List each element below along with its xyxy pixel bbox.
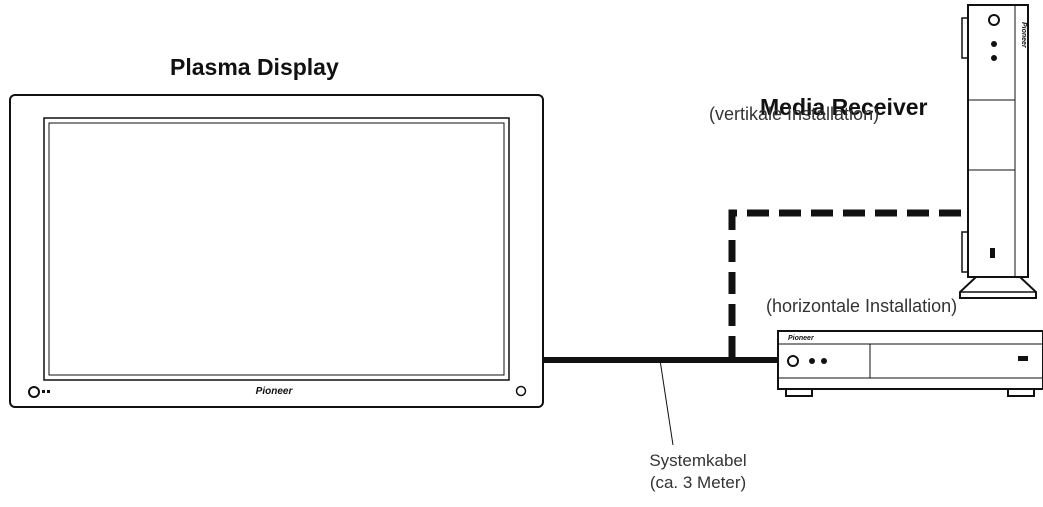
display-brand-logo: Pioneer: [256, 386, 294, 397]
receiver-power-icon: [988, 14, 1000, 26]
plasma-display-title: Plasma Display: [170, 54, 339, 80]
optional-cable-vertical: [728, 209, 963, 358]
vertical-installation-label: (vertikale Installation): [709, 104, 880, 124]
sensor-icon: [515, 385, 527, 397]
media-receiver-vertical: Pioneer: [959, 4, 1037, 299]
plasma-display: Pioneer: [9, 94, 544, 408]
horizontal-installation-label: (horizontale Installation): [766, 296, 958, 316]
receiver-horizontal-brand-logo: Pioneer: [788, 335, 815, 342]
system-cable: [543, 356, 780, 446]
system-cable-label: Systemkabel: [649, 451, 747, 470]
receiver-vertical-brand-logo: Pioneer: [1020, 22, 1027, 49]
power-button-icon: [28, 386, 40, 398]
receiver-h-power-icon: [787, 355, 799, 367]
media-receiver-title: Media Receiver: [760, 94, 928, 120]
system-cable-length-label: (ca. 3 Meter): [649, 473, 747, 492]
media-receiver-horizontal: Pioneer: [777, 330, 1043, 397]
